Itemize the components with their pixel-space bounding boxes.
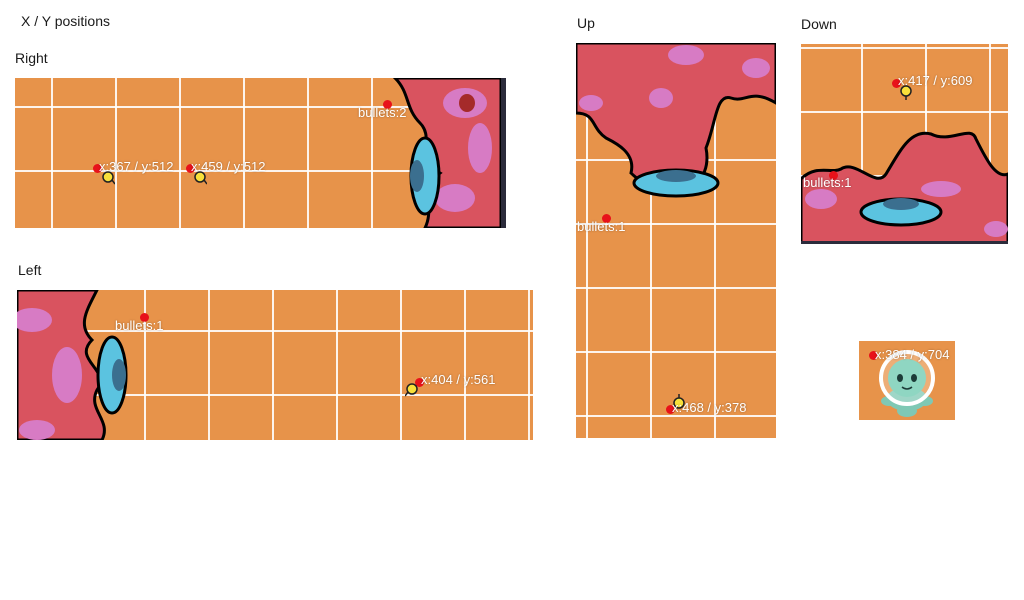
player-cursor-icon [102,171,115,185]
enemy-marker [383,100,392,109]
player-panel: x:384 / y:704 [859,341,955,420]
enemy-marker [602,214,611,223]
coordinate-label: x:468 / y:378 [672,400,747,415]
monster-flesh [576,43,776,198]
bullets-label: bullets:1 [577,219,626,234]
coordinate-label: x:459 / y:512 [191,159,266,174]
enemy-marker [666,405,675,414]
left-panel-heading: Left [18,262,42,278]
enemy-marker [186,164,195,173]
coordinate-label: x:417 / y:609 [898,73,973,88]
coordinate-label: x:404 / y:561 [421,372,496,387]
down-panel-heading: Down [801,16,837,32]
right-panel-heading: Right [15,50,48,66]
coordinate-label: x:367 / y:512 [99,159,174,174]
up-panel: bullets:1 x:468 / y:378 [576,43,776,438]
monster-flesh [392,78,506,228]
monster-flesh [801,131,1008,244]
player-cursor-icon [673,394,685,409]
enemy-marker [869,351,878,360]
bullets-label: bullets:2 [358,105,407,120]
player-cursor-icon [405,383,418,397]
enemy-marker [829,171,838,180]
enemy-marker [93,164,102,173]
bullets-label: bullets:1 [115,318,164,333]
enemy-marker [892,79,901,88]
player-cursor-icon [900,85,912,100]
enemy-marker [140,313,149,322]
enemy-marker [415,378,424,387]
alien-player-sprite [879,350,935,417]
coordinate-label: x:384 / y:704 [875,347,950,362]
up-panel-heading: Up [577,15,595,31]
monster-flesh [17,290,128,440]
player-cursor-icon [194,171,207,185]
bullets-label: bullets:1 [803,175,852,190]
right-panel: bullets:2 x:367 / y:512 x:459 / y:512 [15,78,506,228]
left-panel: bullets:1 x:404 / y:561 [17,290,533,440]
down-panel: x:417 / y:609 bullets:1 [801,44,1008,244]
page-title: X / Y positions [21,13,110,29]
